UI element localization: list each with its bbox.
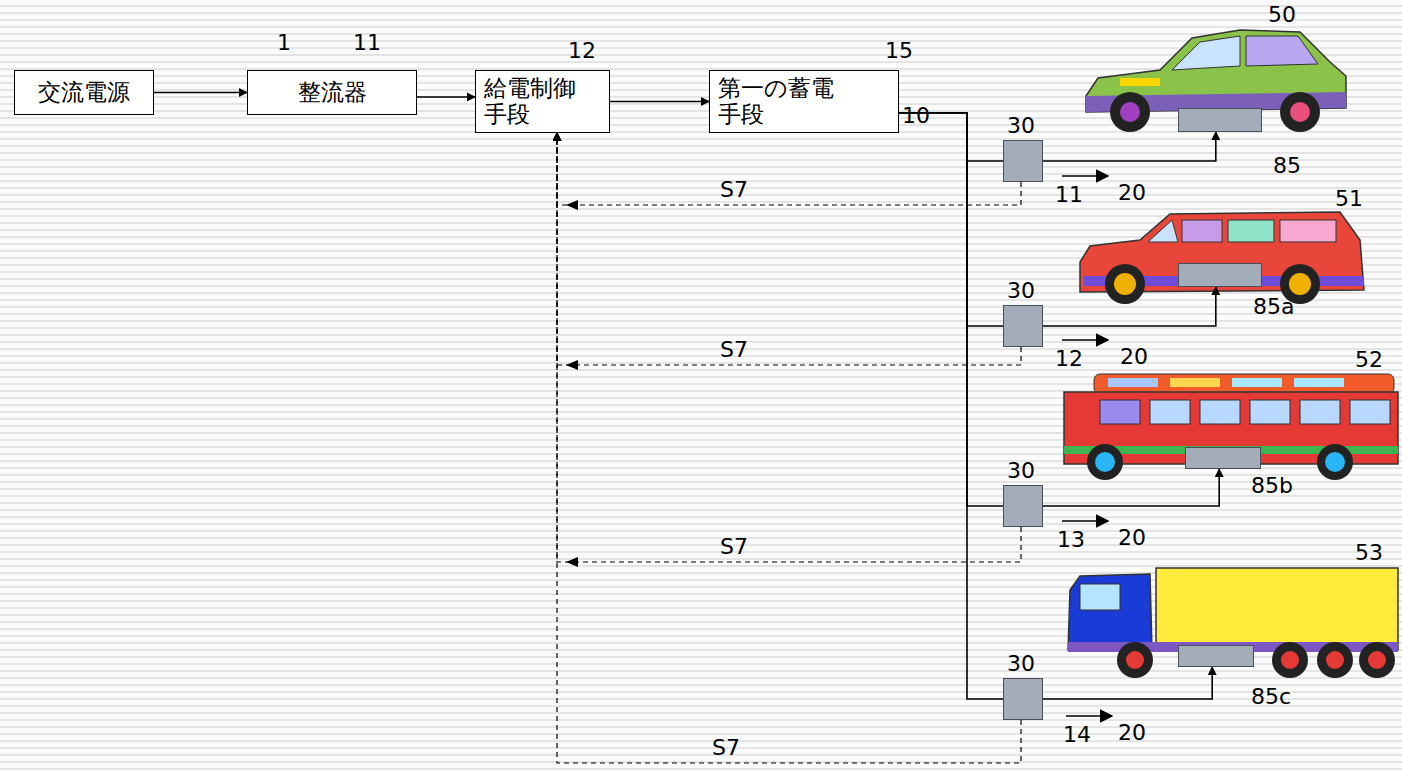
callout-number: 85 <box>1273 153 1301 178</box>
power-line <box>899 113 1003 506</box>
callout-number: 12 <box>568 38 596 63</box>
signal-line <box>557 133 1021 763</box>
callout-number: 30 <box>1007 113 1035 138</box>
bus <box>1064 374 1398 480</box>
charger-unit: 30 <box>1003 485 1043 527</box>
signal-line <box>557 133 1021 562</box>
box-label: 第一の蓄電手段 <box>718 75 840 128</box>
charger-unit: 30 <box>1003 305 1043 347</box>
callout-number: 20 <box>1118 720 1146 745</box>
callout-number: 20 <box>1118 180 1146 205</box>
box-label: 整流器 <box>298 79 367 105</box>
control-box: 給電制御手段 <box>475 70 610 133</box>
callout-number: 30 <box>1007 651 1035 676</box>
signal-name: S7 <box>720 337 748 362</box>
callout-number: 30 <box>1007 458 1035 483</box>
callout-number: 53 <box>1355 540 1383 565</box>
callout-number: 30 <box>1007 278 1035 303</box>
vehicle-battery: 85 <box>1178 108 1262 132</box>
callout-number: 11 <box>353 30 381 55</box>
box-label: 交流電源 <box>38 79 130 105</box>
power-line <box>154 92 247 94</box>
callout-number: 20 <box>1118 525 1146 550</box>
sedan-car <box>1086 30 1346 132</box>
signal-name: S7 <box>720 177 748 202</box>
callout-number: 1 <box>277 30 291 55</box>
signal-name: S7 <box>720 534 748 559</box>
rectifier-box: 整流器 <box>247 70 417 115</box>
power-line <box>417 96 475 98</box>
box-label: 給電制御手段 <box>484 75 583 128</box>
vehicle-battery: 85c <box>1178 645 1254 667</box>
power-source-box: 交流電源 <box>14 70 154 115</box>
current-arrow <box>1062 176 1112 716</box>
power-line <box>610 101 709 103</box>
callout-number: 85c <box>1251 684 1291 709</box>
power-line <box>1043 287 1216 326</box>
callout-number: 15 <box>885 38 913 63</box>
charger-unit: 30 <box>1003 678 1043 720</box>
truck <box>1068 568 1398 678</box>
callout-number: 14 <box>1063 722 1091 747</box>
power-line <box>899 113 1003 326</box>
charger-unit: 30 <box>1003 140 1043 182</box>
callout-number: 13 <box>1057 527 1085 552</box>
vehicle-battery: 85a <box>1178 263 1262 287</box>
power-line <box>899 113 1003 699</box>
callout-number: 50 <box>1268 2 1296 27</box>
callout-number: 12 <box>1055 346 1083 371</box>
signal-arrowhead <box>566 200 578 567</box>
wagon-car <box>1080 212 1364 304</box>
signal-line <box>557 133 1021 365</box>
callout-number: 85b <box>1251 473 1293 498</box>
callout-number: 10 <box>902 103 930 128</box>
callout-number: 52 <box>1355 347 1383 372</box>
power-line <box>1043 132 1216 161</box>
storage-box: 第一の蓄電手段 <box>709 70 899 133</box>
callout-number: 20 <box>1120 344 1148 369</box>
power-line <box>1043 667 1212 699</box>
signal-name: S7 <box>712 735 740 760</box>
callout-number: 85a <box>1253 294 1294 319</box>
callout-number: 51 <box>1335 186 1363 211</box>
vehicle-battery: 85b <box>1185 447 1261 469</box>
callout-number: 11 <box>1055 182 1083 207</box>
power-line <box>1043 469 1219 506</box>
signal-line <box>557 133 1021 205</box>
